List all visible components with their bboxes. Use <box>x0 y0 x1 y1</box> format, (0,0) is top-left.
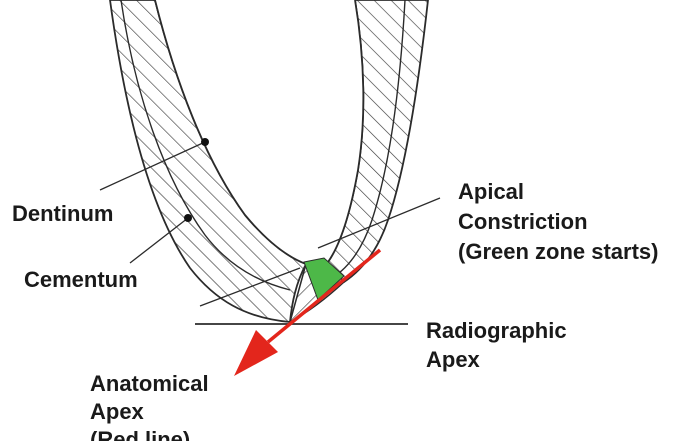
radiographic-apex-line-1: Radiographic <box>426 318 567 343</box>
anatomical-apex-line-3: (Red line) <box>90 427 191 441</box>
apical-constriction-line-1: Apical <box>458 179 525 204</box>
anatomical-apex-line-2: Apex <box>90 399 144 424</box>
lower-leader-line <box>199 267 301 307</box>
apical-constriction-line-3: (Green zone starts) <box>458 239 659 264</box>
dentin-cementum-boundary-left <box>120 0 291 291</box>
anatomical-apex-label: Anatomical Apex (Red line) <box>90 370 209 441</box>
anatomical-apex-line-1: Anatomical <box>90 371 209 396</box>
radiographic-apex-line-2: Apex <box>426 347 480 372</box>
apical-constriction-leader-line <box>317 197 441 249</box>
dentinum-label-text: Dentinum <box>12 201 114 226</box>
apical-constriction-label: Apical Constriction (Green zone starts) <box>458 177 659 267</box>
apical-constriction-line-2: Constriction <box>458 209 588 234</box>
cementum-leader-line <box>129 217 189 264</box>
cementum-label: Cementum <box>24 266 138 293</box>
radiographic-apex-label: Radiographic Apex <box>426 316 567 374</box>
cementum-point-marker <box>184 214 192 222</box>
apical-constriction-zone <box>303 257 345 301</box>
cementum-label-text: Cementum <box>24 267 138 292</box>
anatomical-apex-arrow-shaft <box>266 248 382 344</box>
dentinum-leader-line <box>99 141 206 191</box>
dentin-cementum-boundary-right <box>331 0 406 279</box>
dentinum-point-marker <box>201 138 209 146</box>
anatomical-apex-arrow-head <box>234 330 278 376</box>
dentinum-label: Dentinum <box>12 200 113 227</box>
